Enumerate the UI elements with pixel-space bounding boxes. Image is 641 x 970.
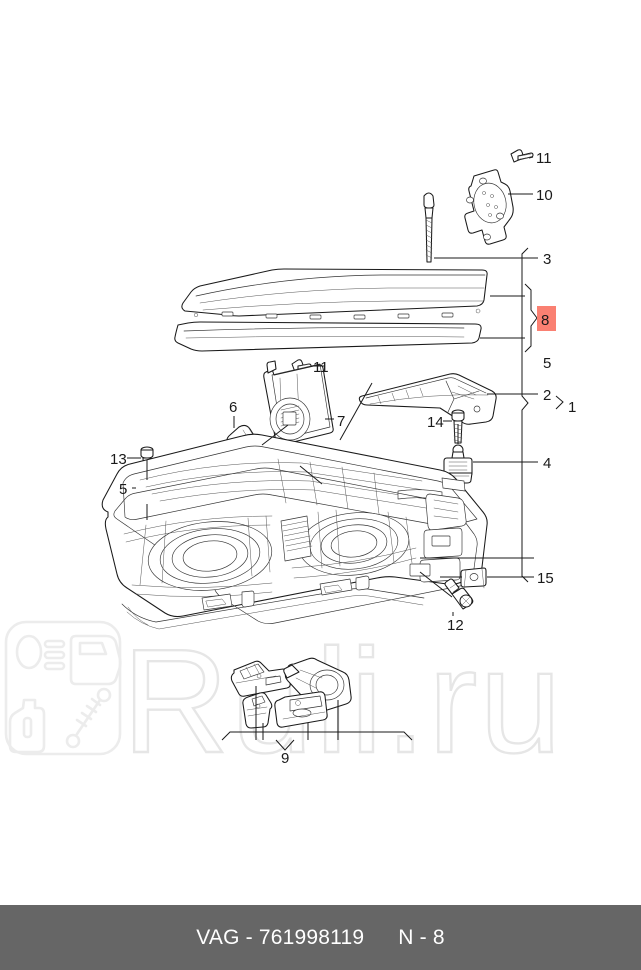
callout-2: 2 (543, 387, 551, 404)
page-number-label: N - 8 (398, 925, 445, 949)
door-panel-icon (69, 634, 122, 686)
callout-4: 4 (543, 455, 551, 472)
part-12-screw-lower (444, 578, 474, 610)
callout-5-right: 5 (543, 355, 551, 372)
part-9-bracket-d (274, 691, 328, 728)
part-9-bracket-a (230, 660, 291, 697)
callout-6: 6 (229, 399, 237, 416)
callout-14: 14 (427, 414, 444, 431)
callout-12: 12 (447, 617, 464, 634)
catalog-number-label: VAG - 761998119 (196, 925, 365, 949)
callout-8-highlight (537, 306, 556, 331)
callout-10: 10 (536, 187, 553, 204)
callout-11-top: 11 (536, 150, 552, 167)
shock-absorber-icon (65, 687, 112, 749)
part-8-trim-lower (174, 321, 482, 352)
part-15-clip-retainer (460, 567, 487, 590)
callout-3: 3 (543, 251, 551, 268)
callout-1: 1 (568, 399, 576, 416)
part-9-bracket-b (283, 657, 352, 713)
callout-9: 9 (281, 750, 289, 767)
callout-13: 13 (110, 451, 127, 468)
callout-11-mid: 11 (313, 359, 329, 376)
callout-15: 15 (537, 570, 554, 587)
part-9-bracket-c (242, 692, 273, 729)
part-11-screw-upper (510, 149, 534, 163)
leader-lines (127, 156, 564, 751)
part-9-repair-bracket-set (230, 657, 352, 729)
part-10-motor-bracket (464, 169, 514, 245)
callout-8: 8 (541, 312, 549, 329)
callout-7: 7 (337, 413, 345, 430)
footer-bar: VAG - 761998119 N - 8 (0, 905, 641, 970)
headlight-icon (15, 634, 66, 671)
part-1-headlight-assembly (101, 433, 488, 630)
oil-bottle-icon (8, 698, 46, 754)
part-8-trim-upper (181, 268, 488, 320)
ruli-auto-parts-logo (4, 620, 122, 756)
callout-5-left: 5 (119, 481, 127, 498)
callout-labels: 11 10 3 8 5 2 1 4 15 11 7 6 13 5 14 12 9 (110, 150, 576, 767)
part-7-led-control-unit (263, 360, 334, 470)
part-3-adjuster-rod (423, 192, 435, 263)
